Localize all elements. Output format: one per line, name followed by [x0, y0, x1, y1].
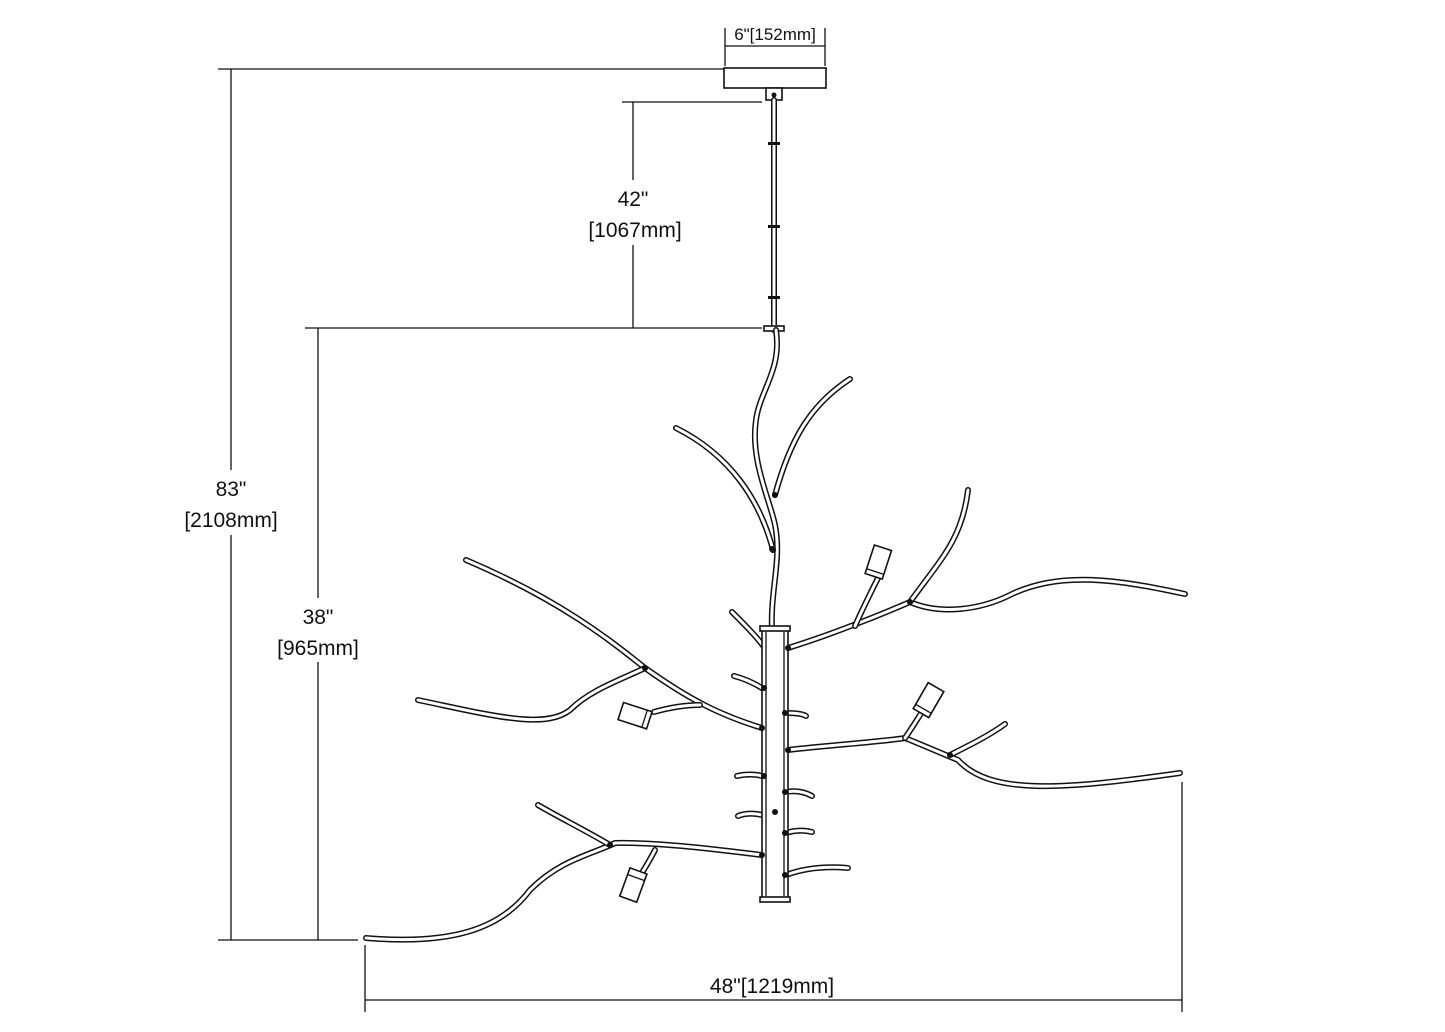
overall-height-mm-label: [2108mm]	[184, 509, 277, 532]
dimension-labels: 6"[152mm] 42" [1067mm] 83" [2108mm] 38" …	[184, 25, 834, 998]
lamp-socket	[912, 681, 945, 719]
lamp-socket	[616, 701, 654, 730]
overall-width-label: 48"[1219mm]	[710, 975, 834, 998]
dimension-lines	[218, 28, 1183, 1012]
fixture-height-mm-label: [965mm]	[277, 637, 359, 660]
light-fixture	[363, 67, 1188, 943]
rod-length-inches-label: 42"	[618, 188, 649, 211]
canopy	[723, 67, 827, 89]
lamp-socket	[864, 543, 893, 581]
lamp-sockets	[616, 543, 945, 904]
joint-dots	[607, 92, 953, 878]
lamp-socket	[618, 866, 648, 904]
overall-height-inches-label: 83"	[216, 478, 247, 501]
fixture-height-inches-label: 38"	[303, 606, 334, 629]
rod-length-mm-label: [1067mm]	[588, 219, 681, 242]
branches	[363, 327, 1188, 943]
canopy-width-label: 6"[152mm]	[734, 25, 816, 44]
